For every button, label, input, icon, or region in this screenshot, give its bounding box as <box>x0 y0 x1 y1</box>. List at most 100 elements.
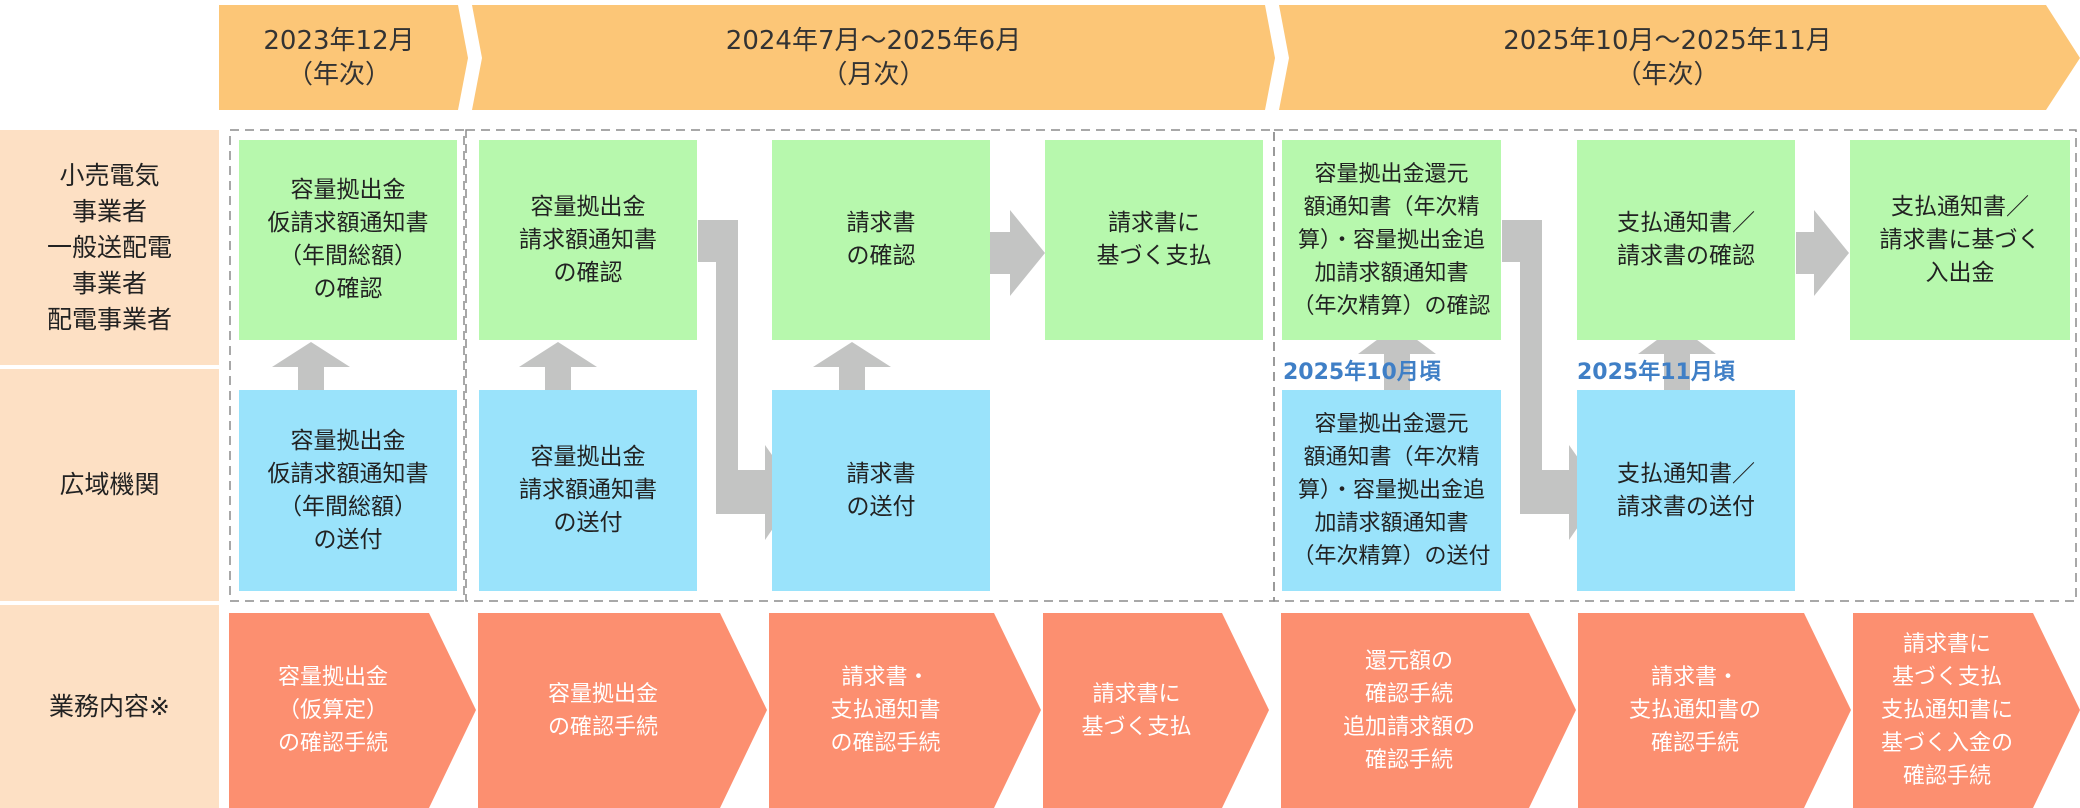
organization-box-3-line: 請求書 <box>846 460 916 487</box>
operator-box-5-line: 算）・容量拠出金追 <box>1297 227 1485 253</box>
operator-box-1-line: （年間総額） <box>279 243 417 269</box>
task-6-line: 支払通知書の <box>1628 698 1761 723</box>
organization-box-1-line: （年間総額） <box>279 493 417 520</box>
task-3-line: 請求書・ <box>841 665 930 690</box>
organization-box-5: 支払通知書／ 請求書の送付 <box>1577 390 1795 591</box>
organization-box-2-line: の送付 <box>553 510 623 536</box>
operator-box-7-line: 支払通知書／ <box>1891 193 2029 220</box>
right-arrow-2 <box>1796 210 1849 296</box>
operator-box-7-line: 請求書に基づく <box>1879 226 2041 253</box>
organization-box-5-line: 支払通知書／ <box>1617 460 1755 487</box>
task-7-line: 基づく入金の <box>1880 731 2013 756</box>
operator-box-1: 容量拠出金 仮請求額通知書 （年間総額） の確認 <box>239 140 457 340</box>
period-1-label: 2023年12月 （年次） <box>219 5 459 110</box>
task-2-line: の確認手続 <box>547 714 658 740</box>
task-4-line: 基づく支払 <box>1081 714 1192 740</box>
operator-box-2: 容量拠出金 請求額通知書 の確認 <box>479 140 697 340</box>
organization-box-4-line: 算）・容量拠出金追 <box>1297 478 1485 503</box>
task-6-line: 請求書・ <box>1650 665 1739 690</box>
operator-box-1-line: の確認 <box>313 276 383 302</box>
task-1-line: の確認手続 <box>277 731 388 756</box>
task-arrow-2-shape <box>478 613 767 808</box>
date-label-1: 2025年10月頃 <box>1283 360 1441 385</box>
operator-box-5-line: 容量拠出金還元 <box>1314 161 1469 187</box>
task-3-label: 請求書・ 支払通知書 の確認手続 <box>769 613 1002 808</box>
operator-box-6: 支払通知書／ 請求書の確認 <box>1577 140 1795 340</box>
operator-box-7: 支払通知書／ 請求書に基づく 入出金 <box>1850 140 2070 340</box>
period-band-2-shape <box>472 5 1275 110</box>
period-2-line1: 2024年7月～2025年6月 <box>725 25 1022 56</box>
period-2-label: 2024年7月～2025年6月 （月次） <box>482 5 1265 110</box>
row-label-organization-line: 広域機関 <box>59 470 160 499</box>
organization-box-1: 容量拠出金 仮請求額通知書 （年間総額） の送付 <box>239 390 457 591</box>
operator-box-4-line: 基づく支払 <box>1096 243 1212 269</box>
operator-box-5-line: 額通知書（年次精 <box>1303 194 1480 220</box>
row-label-operators: 小売電気 事業者 一般送配電 事業者 配電事業者 <box>0 130 219 365</box>
row-label-organization: 広域機関 <box>0 369 219 601</box>
task-arrow-3-shape <box>769 613 1041 808</box>
task-4-label: 請求書に 基づく支払 <box>1043 613 1230 808</box>
up-arrow-2 <box>519 342 597 390</box>
period-2-line2: （月次） <box>821 59 926 90</box>
row-label-operators-line: 事業者 <box>71 196 147 226</box>
row-label-organization-bg <box>0 369 219 601</box>
task-arrow-4-shape <box>1043 613 1269 808</box>
task-7-label: 請求書に 基づく支払 支払通知書に 基づく入金の 確認手続 <box>1853 613 2041 808</box>
period-3-label: 2025年10月～2025年11月 （年次） <box>1289 5 2046 110</box>
organization-box-1-line: の送付 <box>313 526 383 553</box>
period-1-line1: 2023年12月 <box>263 25 415 56</box>
operator-box-3-line: の確認 <box>846 243 916 269</box>
task-arrow-6-shape <box>1578 613 1851 808</box>
task-5-line: 追加請求額の <box>1342 714 1475 740</box>
operator-box-6-line: 支払通知書／ <box>1617 210 1755 236</box>
task-7-line: 請求書に <box>1902 632 1991 657</box>
task-5-line: 確認手続 <box>1364 747 1453 773</box>
operator-box-2-line: 容量拠出金 <box>530 193 646 220</box>
task-arrow-5-shape <box>1281 613 1576 808</box>
row-label-operators-bg <box>0 130 219 365</box>
row-label-tasks-line: 業務内容※ <box>49 691 170 721</box>
period-band-3-shape <box>1279 5 2080 110</box>
row-label-tasks-bg <box>0 605 219 808</box>
organization-box-5-line: 請求書の送付 <box>1617 493 1755 520</box>
operator-box-1-line: 仮請求額通知書 <box>267 210 429 236</box>
operator-box-2-line: の確認 <box>553 259 623 286</box>
task-6-line: 確認手続 <box>1650 731 1739 756</box>
task-5-line: 確認手続 <box>1364 681 1453 707</box>
period-3-line2: （年次） <box>1615 59 1720 90</box>
period-1-line2: （年次） <box>286 59 391 90</box>
organization-box-4-line: 容量拠出金還元 <box>1314 412 1469 437</box>
organization-box-2-line: 容量拠出金 <box>530 444 646 470</box>
up-arrow-4 <box>1358 325 1436 390</box>
organization-box-1-line: 仮請求額通知書 <box>267 460 429 487</box>
task-arrow-7-shape <box>1853 613 2080 808</box>
task-1-label: 容量拠出金 （仮算定） の確認手続 <box>229 613 437 808</box>
operator-box-5-line: （年次精算）の確認 <box>1292 293 1491 319</box>
task-1-line: 容量拠出金 <box>277 665 388 690</box>
period-band-1-shape <box>219 5 468 110</box>
task-5-label: 還元額の 確認手続 追加請求額の 確認手続 <box>1281 613 1537 808</box>
task-1-line: （仮算定） <box>277 698 388 723</box>
organization-box-4-line: （年次精算）の送付 <box>1292 544 1491 569</box>
right-arrow-1 <box>990 210 1045 296</box>
task-7-line: 基づく支払 <box>1891 665 2002 690</box>
process-frame-3 <box>1273 129 2077 602</box>
organization-box-3-line: の送付 <box>846 493 916 520</box>
organization-box-1-line: 容量拠出金 <box>290 427 406 454</box>
row-label-operators-line: 小売電気 <box>59 160 160 190</box>
task-3-line: の確認手続 <box>830 731 941 756</box>
organization-box-4: 容量拠出金還元 額通知書（年次精 算）・容量拠出金追 加請求額通知書 （年次精算… <box>1282 390 1501 591</box>
organization-box-4-line: 加請求額通知書 <box>1314 511 1469 536</box>
operator-box-7-line: 入出金 <box>1925 259 1995 286</box>
organization-box-2: 容量拠出金 請求額通知書 の送付 <box>479 390 697 591</box>
period-3-line1: 2025年10月～2025年11月 <box>1503 25 1832 56</box>
task-arrow-1-shape <box>229 613 476 808</box>
organization-box-4-line: 額通知書（年次精 <box>1303 445 1480 470</box>
up-arrow-3 <box>813 342 891 390</box>
operator-box-5: 容量拠出金還元 額通知書（年次精 算）・容量拠出金追 加請求額通知書 （年次精算… <box>1282 140 1501 340</box>
operator-box-4-line: 請求書に <box>1108 210 1200 236</box>
date-label-2: 2025年11月頃 <box>1577 360 1735 385</box>
operator-box-6-line: 請求書の確認 <box>1617 243 1755 269</box>
operator-box-3: 請求書 の確認 <box>772 140 990 340</box>
